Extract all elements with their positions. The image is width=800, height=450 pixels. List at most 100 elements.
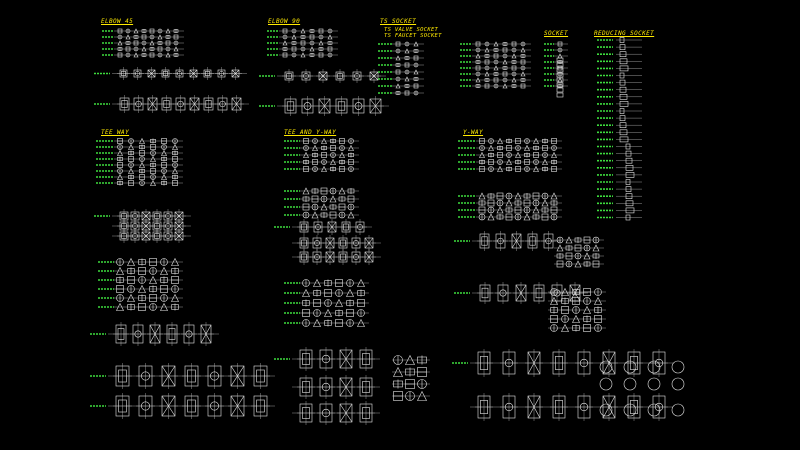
fitting-outline [535,287,543,299]
fitting-shape [574,260,582,268]
leader-line [369,98,382,114]
fitting-outline [619,51,627,58]
fitting-outline [256,369,265,383]
fitting-circle [177,100,184,108]
fitting-circle [504,358,514,368]
fitting-shape [524,144,530,151]
fitting-shape [127,293,135,302]
fitting-shape [116,302,124,311]
fitting-outline [302,381,310,393]
fitting-outline [619,115,626,121]
fitting-outline [121,213,127,219]
fitting-shape [404,76,410,82]
fitting-circle [165,213,171,219]
fitting-circle [504,402,514,412]
fitting-shape [550,192,558,200]
leader-line [200,324,212,344]
fitting-shape [348,144,354,151]
fitting-shape [346,288,354,297]
fitting-shape [139,161,145,168]
fitting-shape [523,213,531,221]
fitting-circle [353,254,359,260]
fitting-outline [619,58,628,65]
fitting-shape [320,203,328,211]
fitting-shape [556,244,564,252]
leader-line [318,71,328,81]
fitting-shape [475,53,481,59]
fitting-shape [405,354,415,365]
fitting-outline [340,253,346,261]
fitting-outline [480,400,488,414]
fitting-outline [625,186,632,192]
fitting-shape [133,52,139,58]
leader-line [161,395,176,417]
fitting-outline [619,44,626,50]
title-y-way: Y-WAY [463,129,484,136]
fitting-shape [116,266,124,275]
fitting-shape [347,211,355,219]
fitting-circle [165,233,171,239]
fitting-circle [210,401,219,411]
fitting-shape [417,390,427,401]
fitting-shape [291,34,297,40]
title-tee-way: TEE WAY [101,129,130,136]
fitting-shape [150,179,156,186]
fitting-outline [118,369,127,383]
leader-line [230,365,245,387]
fitting-shape [497,137,503,144]
fitting-shape [338,187,346,195]
fitting-shape [128,143,134,150]
fitting-shape [561,287,569,296]
fitting-shape [484,71,490,77]
fitting-shape [149,275,157,284]
leader-line [364,251,374,263]
fitting-circle [135,100,142,108]
title-ts-valve-socket: TS VALVE SOCKET [384,27,439,33]
fitting-shape [488,144,494,151]
fitting-shape [515,151,521,158]
fitting-shape [117,149,123,156]
fitting-outline [154,223,160,229]
fitting-shape [496,206,504,214]
fitting-shape [139,137,145,144]
fitting-outline [625,193,633,199]
fitting-shape [541,199,549,207]
fitting-outline [625,143,631,150]
fitting-circle [647,377,661,391]
fitting-outline [481,236,488,246]
fitting-shape [413,69,419,75]
fitting-outline [121,71,126,76]
fitting-shape [339,151,345,158]
leader-line [364,237,374,249]
fitting-circle [497,237,504,245]
fitting-shape [551,151,557,158]
fitting-shape [172,143,178,150]
fitting-outline [619,86,627,93]
fitting-outline [301,253,307,261]
fitting-shape [497,165,503,172]
leader-line [189,97,200,111]
fitting-shape [533,165,539,172]
fitting-shape [511,77,517,83]
fitting-outline [555,356,563,370]
fitting-circle [134,330,142,338]
fitting-circle [321,354,331,364]
title-socket: SOCKET [544,30,569,37]
leader-line [147,97,158,111]
fitting-outline [117,328,125,340]
leader-line [339,349,353,369]
fitting-shape [395,55,401,61]
fitting-outline [625,150,632,157]
fitting-outline [619,122,627,128]
fitting-circle [354,73,360,79]
fitting-outline [481,287,489,299]
fitting-outline [121,223,127,229]
fitting-outline [625,172,635,178]
title-tee-and-y-way: TEE AND Y-WAY [284,129,337,136]
fitting-circle [353,240,359,246]
fitting-circle [579,358,589,368]
fitting-shape [309,46,315,52]
fitting-circle [132,223,138,229]
fitting-shape [594,296,602,305]
fitting-outline [556,87,564,93]
